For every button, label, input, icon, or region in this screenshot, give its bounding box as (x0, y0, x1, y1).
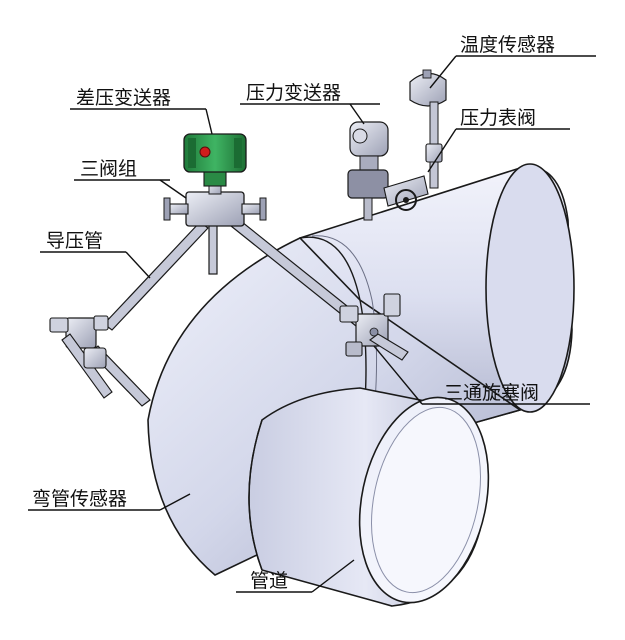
impulse-tube-left (103, 221, 209, 331)
leader-three-way-plug-valve (373, 345, 423, 405)
pressure-gauge-valve-handwheel (395, 189, 417, 211)
leader-impulse-tube (125, 251, 151, 279)
leader-pressure-gauge-valve (427, 128, 457, 173)
callout-labels: 温度传感器 差压变送器 压力变送器 压力表阀 三阀组 导压管 三通旋塞阀 弯管传… (32, 34, 555, 592)
label-dp-transmitter: 差压变送器 (76, 87, 171, 109)
label-temperature-sensor: 温度传感器 (460, 34, 555, 56)
leader-lines (28, 55, 596, 593)
label-pressure-transmitter: 压力变送器 (246, 82, 341, 104)
right-plug-valve (339, 293, 409, 361)
pipeline-body (147, 163, 575, 607)
manifold-left-stem (169, 203, 189, 215)
label-impulse-tube: 导压管 (46, 230, 103, 252)
impulse-tube-stub (208, 221, 218, 275)
dp-transmitter-head (183, 133, 247, 173)
dp-indicator-light (199, 146, 211, 158)
outlet-seam (248, 419, 263, 571)
label-three-way-plug-valve: 三通旋塞阀 (444, 382, 539, 404)
main-pipe-end (485, 163, 575, 413)
left-plug-valve (49, 315, 113, 399)
pressure-transmitter-body (347, 169, 389, 199)
leader-elbow-sensor (159, 493, 191, 511)
manifold-right-stem (241, 203, 261, 215)
dp-head-cap-left (188, 138, 196, 168)
leader-temperature-sensor (429, 55, 457, 89)
label-elbow-sensor: 弯管传感器 (32, 488, 127, 510)
dp-transmitter-assembly (163, 133, 267, 227)
temperature-sensor-head (409, 72, 447, 107)
pressure-transmitter-assembly (347, 121, 429, 221)
temperature-sensor-assembly (409, 69, 447, 189)
leader-three-valve-manifold (159, 179, 187, 199)
leader-dp-transmitter (205, 108, 213, 135)
temperature-sensor-stem (429, 101, 439, 147)
dp-head-cap-right (234, 138, 242, 168)
leader-pressure-transmitter (349, 103, 365, 125)
manifold-right-handle (259, 197, 267, 221)
manifold-left-handle (163, 197, 171, 221)
leader-pipeline (311, 559, 355, 593)
label-three-valve-manifold: 三阀组 (80, 158, 137, 180)
label-pipeline: 管道 (250, 570, 288, 592)
label-pressure-gauge-valve: 压力表阀 (460, 107, 536, 129)
outlet-inner-rim (371, 406, 481, 594)
three-valve-manifold-body (185, 191, 245, 227)
